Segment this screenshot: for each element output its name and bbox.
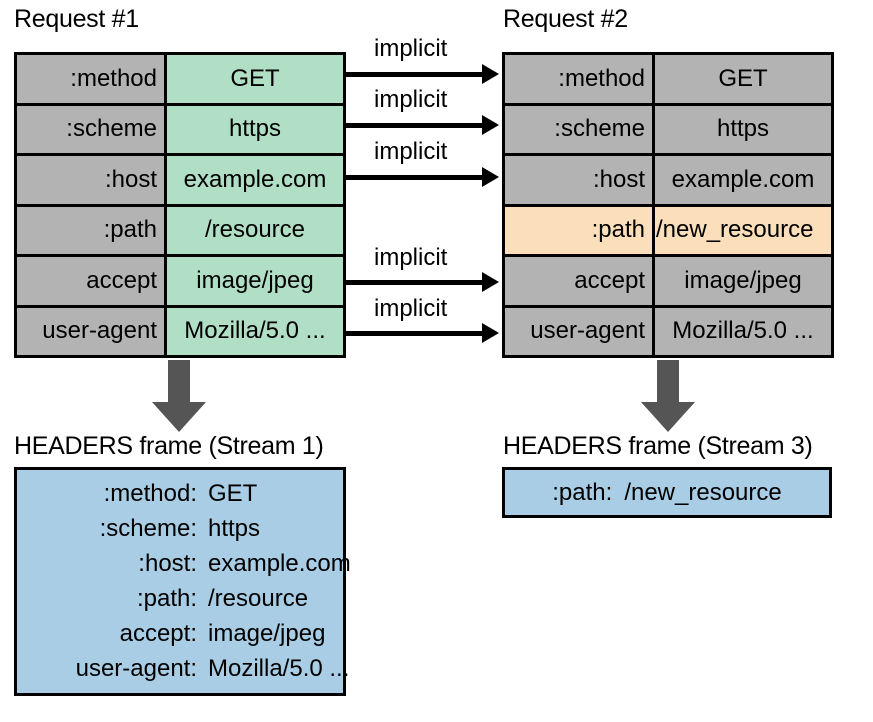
implicit-label-scheme: implicit — [374, 86, 448, 113]
header-value-cell: /resource — [167, 206, 343, 254]
header-line: :scheme: https — [17, 511, 343, 546]
header-value-cell: example.com — [655, 156, 831, 204]
header-key: :method: — [103, 479, 197, 507]
header-key: :host: — [138, 549, 197, 577]
request2-header-table: :method GET :scheme https :host example.… — [502, 52, 834, 358]
header-value: /new_resource — [624, 478, 782, 506]
table-row-highlighted: :path /new_resource — [505, 206, 831, 257]
request1-header-table: :method GET :scheme https :host example.… — [14, 52, 346, 358]
headers-frame1-box: :method: GET :scheme: https :host: examp… — [14, 467, 351, 696]
table-row: :scheme https — [505, 105, 831, 156]
header-key: user-agent: — [75, 654, 197, 682]
request2-title: Request #2 — [503, 5, 628, 33]
header-name-cell: :scheme — [17, 105, 167, 153]
header-value-cell: image/jpeg — [167, 257, 343, 305]
table-row: accept image/jpeg — [17, 257, 343, 308]
request1-title: Request #1 — [14, 5, 139, 33]
header-name-cell: user-agent — [505, 307, 655, 355]
down-arrow-stream1 — [152, 360, 206, 432]
table-row: user-agent Mozilla/5.0 ... — [17, 307, 343, 355]
header-line: :method: GET — [17, 476, 343, 511]
header-name-cell: user-agent — [17, 307, 167, 355]
header-key: :path: — [136, 584, 197, 612]
table-row: :host example.com — [17, 156, 343, 207]
header-line: :path: /resource — [17, 581, 343, 616]
header-value-cell: GET — [167, 55, 343, 103]
header-name-cell: accept — [17, 257, 167, 305]
header-line: user-agent: Mozilla/5.0 ... — [17, 651, 350, 686]
header-value-cell: image/jpeg — [655, 257, 831, 305]
table-row: :path /resource — [17, 206, 343, 257]
implicit-arrow-user-agent — [346, 323, 499, 343]
header-value-cell: GET — [655, 55, 831, 103]
implicit-arrow-accept — [346, 272, 499, 292]
implicit-label-user-agent: implicit — [374, 295, 448, 322]
header-name-cell: :scheme — [505, 105, 655, 153]
implicit-label-method: implicit — [374, 35, 448, 62]
implicit-arrow-host — [346, 167, 499, 187]
headers-frame2-box: :path: /new_resource — [502, 467, 832, 518]
headers-frame2-title: HEADERS frame (Stream 3) — [503, 432, 813, 460]
header-value-cell: Mozilla/5.0 ... — [167, 307, 343, 355]
header-line: :path: /new_resource — [505, 470, 829, 515]
header-line: accept: image/jpeg — [17, 616, 343, 651]
header-value: example.com — [208, 549, 351, 577]
table-row: :method GET — [17, 55, 343, 106]
header-name-cell: accept — [505, 257, 655, 305]
header-key: :scheme: — [99, 514, 197, 542]
header-key: :path: — [552, 478, 613, 506]
header-value: image/jpeg — [208, 619, 326, 647]
header-name-cell: :path — [505, 206, 655, 254]
header-name-cell: :method — [17, 55, 167, 103]
down-arrow-stream3 — [641, 360, 695, 432]
header-line: :host: example.com — [17, 546, 350, 581]
table-row: :host example.com — [505, 156, 831, 207]
header-value: GET — [208, 479, 258, 507]
header-value: https — [208, 514, 261, 542]
implicit-arrow-method — [346, 64, 499, 84]
headers-frame1-title: HEADERS frame (Stream 1) — [14, 432, 324, 460]
header-value-cell: https — [167, 105, 343, 153]
header-value-cell: https — [655, 105, 831, 153]
header-value-cell: Mozilla/5.0 ... — [655, 307, 831, 355]
table-row: accept image/jpeg — [505, 257, 831, 308]
header-key: accept: — [119, 619, 197, 647]
header-name-cell: :path — [17, 206, 167, 254]
header-name-cell: :host — [17, 156, 167, 204]
table-row: :scheme https — [17, 105, 343, 156]
header-name-cell: :host — [505, 156, 655, 204]
implicit-arrow-scheme — [346, 115, 499, 135]
header-value: Mozilla/5.0 ... — [208, 654, 350, 682]
table-row: :method GET — [505, 55, 831, 106]
implicit-label-accept: implicit — [374, 244, 448, 271]
header-value-cell: /new_resource — [655, 206, 831, 254]
table-row: user-agent Mozilla/5.0 ... — [505, 307, 831, 355]
implicit-label-host: implicit — [374, 138, 448, 165]
header-name-cell: :method — [505, 55, 655, 103]
header-value: /resource — [208, 584, 309, 612]
header-value-cell: example.com — [167, 156, 343, 204]
